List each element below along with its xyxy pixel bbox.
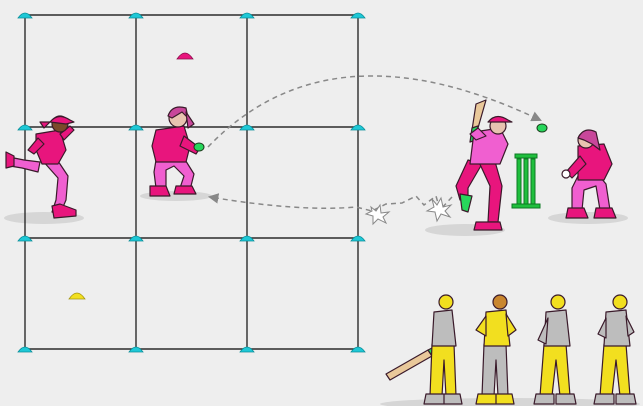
catcher-right-shoe: [173, 185, 197, 195]
keeper-hair: [577, 129, 601, 151]
marker-cone-pink-icon: [176, 52, 194, 60]
cone-icon: [350, 12, 366, 19]
catcher-left-shoe: [149, 185, 171, 197]
cone-icon: [128, 235, 144, 242]
runner-ponytail: [39, 121, 51, 129]
ball-icon: [193, 142, 205, 152]
stump: [523, 158, 529, 205]
keeper-arm: [565, 155, 587, 179]
waiting-head: [438, 294, 454, 310]
player-wicket-keeper: [561, 129, 617, 219]
impact-burst-icon: [364, 203, 391, 226]
keeper-right-shoe: [593, 207, 617, 219]
batter-front-shoe: [473, 221, 503, 231]
batter-bat: [471, 99, 487, 131]
cone-icon: [239, 124, 255, 131]
waiting-torso: [431, 309, 457, 347]
stumps-base: [511, 203, 541, 209]
cone-icon: [17, 124, 33, 131]
ball-icon: [536, 123, 548, 133]
cone-icon: [17, 12, 33, 19]
waiting-shoes: [475, 393, 515, 405]
batter-back-shoe: [459, 193, 473, 213]
waiting-legs: [599, 343, 631, 397]
cone-icon: [128, 346, 144, 353]
waiting-shoes: [593, 393, 637, 405]
waiting-bat: [385, 349, 433, 381]
cone-icon: [350, 235, 366, 242]
waiting-legs: [429, 343, 457, 397]
waiting-shoes: [533, 393, 577, 405]
keeper-torso: [577, 143, 613, 181]
cone-icon: [239, 235, 255, 242]
cone-icon: [239, 12, 255, 19]
waiting-head: [612, 294, 628, 310]
waiting-batter-4: [593, 294, 637, 405]
batter-front-leg: [477, 157, 503, 223]
runner-arm-back: [27, 137, 45, 155]
runner-cap: [49, 115, 75, 125]
waiting-torso: [543, 309, 571, 347]
waiting-shoes: [423, 393, 463, 405]
stumps-icon: [511, 153, 541, 209]
waiting-batter-1: [385, 294, 463, 405]
runner-back-shoe: [5, 151, 15, 169]
waiting-arms: [597, 315, 635, 339]
catcher-hair: [167, 106, 189, 119]
grid-cones: [17, 12, 366, 353]
waiting-arms: [475, 313, 517, 337]
player-batter: [455, 99, 513, 231]
waiting-arm: [537, 317, 549, 345]
catcher-hair-tail: [185, 111, 195, 129]
ball-path-hit: [207, 193, 453, 212]
waiting-batter-3: [533, 294, 577, 405]
catcher-torso: [151, 125, 191, 163]
cone-icon: [239, 346, 255, 353]
cone-icon: [128, 12, 144, 19]
bails: [514, 153, 538, 159]
stump: [516, 158, 522, 205]
player-running-fielder: [5, 115, 77, 219]
waiting-head: [492, 294, 508, 310]
waiting-legs: [481, 343, 509, 397]
cone-icon: [350, 124, 366, 131]
keeper-glove: [561, 169, 571, 179]
waiting-head: [550, 294, 566, 310]
waiting-torso: [603, 309, 631, 347]
cone-icon: [128, 124, 144, 131]
impact-burst-icon: [425, 196, 453, 223]
waiting-batter-2: [475, 294, 517, 405]
cone-icon: [17, 235, 33, 242]
catcher-legs: [153, 157, 195, 191]
cone-icon: [17, 346, 33, 353]
batter-arms: [469, 127, 487, 141]
keeper-left-shoe: [565, 207, 589, 219]
player-catching-fielder: [149, 106, 201, 197]
waiting-legs: [539, 343, 571, 397]
ball-path-throw: [207, 75, 542, 148]
cone-icon: [350, 346, 366, 353]
batter-hat: [487, 115, 513, 123]
stump: [530, 158, 536, 205]
training-grid: [24, 14, 359, 350]
runner-front-shoe: [51, 203, 77, 219]
marker-cone-yellow-icon: [68, 292, 86, 300]
